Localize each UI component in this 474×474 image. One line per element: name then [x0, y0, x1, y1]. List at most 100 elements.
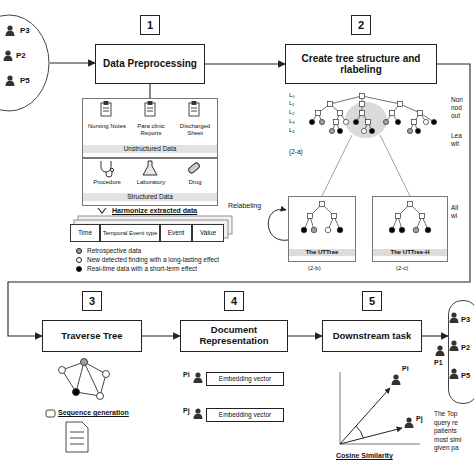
- tree-figure: [337, 128, 342, 133]
- tree-figure: [338, 111, 343, 116]
- tree-figure: [309, 94, 436, 134]
- annotation: L₃: [289, 118, 295, 125]
- node-label: P5: [461, 371, 470, 380]
- person-icon: [6, 75, 15, 86]
- node-label: Procedure: [85, 179, 129, 186]
- process-box: 2Create tree structure and rlabeling: [285, 44, 437, 84]
- node-label: Document Representation: [187, 325, 281, 347]
- annotation: L₁: [289, 100, 294, 107]
- stethoscope-icon: [110, 168, 113, 171]
- step-number: 4: [224, 291, 244, 311]
- node-label: The UTTree-H: [373, 249, 447, 256]
- annotation: wi: [451, 212, 457, 219]
- annotation: Relabeling: [228, 202, 261, 210]
- pill-icon: [187, 162, 200, 174]
- tree-figure: [431, 119, 436, 124]
- tree-figure: [334, 120, 339, 125]
- step-number: 5: [362, 291, 382, 311]
- annotation: Pi: [402, 365, 409, 373]
- tree-figure: [407, 128, 412, 133]
- mini-tree: [311, 227, 317, 233]
- annotation: Pj: [416, 415, 423, 423]
- node-label: Traverse Tree: [61, 331, 122, 342]
- vector-plot: [340, 428, 402, 444]
- legend-row: Real-time data with a short-term effect: [76, 264, 219, 273]
- node-label: Embedding vector: [219, 375, 271, 382]
- node-label: P2: [16, 51, 26, 61]
- annotation: Cosine Similarity: [336, 452, 393, 460]
- relabel-arrow: [268, 209, 288, 240]
- annotation: P1: [434, 359, 443, 367]
- node-label: Create tree structure and rlabeling: [292, 53, 430, 76]
- tree-figure: [369, 128, 374, 133]
- document-icon: [104, 102, 108, 105]
- node-label: Downstream task: [333, 331, 412, 342]
- person-icon: [450, 368, 459, 379]
- mini-tree: [413, 227, 419, 233]
- process-box: 4Document Representation: [180, 320, 288, 352]
- tree-figure: [360, 94, 365, 99]
- vector-plot: [340, 388, 390, 444]
- legend: Retrospective dataNew detected finding w…: [76, 246, 219, 273]
- node-label: Nursing Notes: [85, 123, 129, 130]
- tree-figure: [361, 128, 366, 133]
- annotation: (2-c): [396, 265, 408, 272]
- annotation: nod: [451, 104, 462, 111]
- mini-tree: [420, 214, 425, 219]
- node-label: Discharged Sheet: [173, 123, 217, 137]
- tree-figure: [353, 119, 358, 124]
- step-number: 2: [351, 15, 371, 35]
- tree-figure: [366, 120, 371, 125]
- mini-tree: [396, 214, 401, 219]
- graph-icon: [97, 393, 104, 400]
- connector: [149, 84, 150, 98]
- connector: [50, 62, 95, 63]
- pill-icon: [187, 162, 200, 174]
- mini-tree: [389, 227, 395, 233]
- node-label: Structured Data: [83, 193, 217, 201]
- tree-figure: [312, 96, 434, 131]
- annotation: given pa: [434, 444, 459, 451]
- connector: [288, 335, 322, 336]
- annotation: patients: [434, 427, 457, 434]
- document-icon: [192, 102, 196, 105]
- mini-tree: [304, 204, 428, 230]
- sequence-icon: [46, 410, 88, 452]
- step-number: 3: [82, 291, 102, 311]
- person-icon: [6, 25, 15, 36]
- sequence-icon: [66, 422, 88, 452]
- vector-plot: [340, 372, 420, 444]
- legend-row: Retrospective data: [76, 246, 219, 255]
- annotation: Harmonize extracted data: [112, 207, 197, 215]
- tree-highlight: [322, 135, 410, 196]
- graph-icon: [73, 389, 80, 396]
- annotation: most simi: [434, 436, 461, 443]
- tree-figure: [415, 128, 420, 133]
- tree-figure: [360, 102, 365, 107]
- mini-tree: [425, 227, 431, 233]
- tree-figure: [343, 119, 348, 124]
- node-label: P3: [461, 315, 470, 324]
- node-label: P3: [20, 26, 30, 36]
- tree-box: The UTTree: [288, 196, 356, 262]
- tree-figure: [423, 119, 428, 124]
- relabel-arrow: [268, 209, 288, 240]
- process-box: 3Traverse Tree: [42, 320, 142, 352]
- vector-box: Embedding vector: [206, 372, 284, 386]
- person-icon: [392, 374, 401, 385]
- annotation: The Top: [434, 410, 457, 417]
- stethoscope-icon: [106, 172, 112, 177]
- person-icon: [436, 345, 445, 356]
- mini-tree: [301, 227, 307, 233]
- tree-figure: [398, 102, 403, 107]
- mini-tree: [325, 227, 331, 233]
- vector-plot: [356, 426, 363, 438]
- connector: [205, 63, 285, 64]
- tree-figure: [395, 119, 400, 124]
- tree-box: The UTTree-H: [372, 196, 448, 262]
- document-icon: [148, 102, 152, 105]
- tree-figure: [319, 119, 324, 124]
- flask-icon: [143, 161, 157, 175]
- sequence-icon: [70, 432, 84, 444]
- person-icon: [450, 312, 459, 323]
